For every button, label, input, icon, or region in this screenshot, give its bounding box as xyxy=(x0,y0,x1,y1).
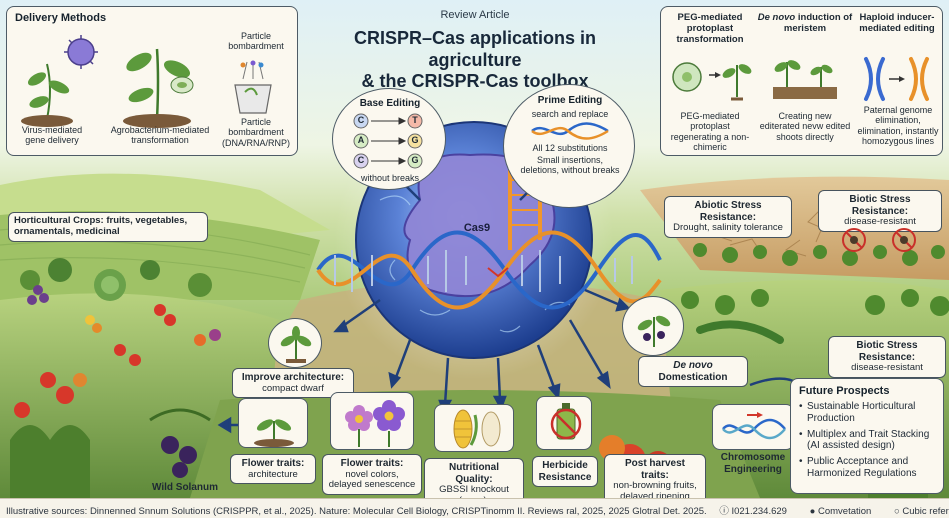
future-item: Sustainable Horticultural Production xyxy=(799,401,935,425)
base-editing-note: without breaks xyxy=(360,173,420,183)
biotic-stress-label-bottom: Biotic Stress Resistance:disease-resista… xyxy=(828,336,946,378)
base-editing-arrows xyxy=(353,113,423,169)
wild-solanum-label: Wild Solanum xyxy=(151,482,219,493)
pest-prohibited-icons xyxy=(842,228,916,252)
future-item: Multiplex and Trait Stacking (AI assiste… xyxy=(799,429,935,453)
cas9-label: Cas9 xyxy=(463,222,491,234)
delivery-methods-panel: Delivery Methods xyxy=(6,6,298,156)
base-from-2: A xyxy=(357,135,365,145)
flower-icon xyxy=(345,400,405,447)
dna-helix xyxy=(316,230,662,310)
future-prospects-list: Sustainable Horticultural Production Mul… xyxy=(799,401,935,480)
sources-footer: Illustrative sources: Dinnenned Snnum So… xyxy=(0,498,949,518)
cas9-protein xyxy=(403,153,556,298)
base-to-1: T xyxy=(412,115,418,125)
prime-editing-bubble: Prime Editing search and replace All 12 … xyxy=(503,84,635,208)
title-line-2: & the CRISPR-Cas toolbox xyxy=(361,71,589,92)
base-to-2: G xyxy=(411,135,419,145)
flower-architecture-icon xyxy=(254,419,294,447)
abiotic-stress-label: Abiotic Stress Resistance:Drought, salin… xyxy=(664,196,792,238)
footer-comvetation: ● Comvetation xyxy=(809,506,872,517)
herbicide-bottle-icon xyxy=(550,403,582,440)
strategy-illustrations xyxy=(672,57,929,101)
virus-icon xyxy=(64,35,98,69)
footer-id: ⓘ I021.234.629 xyxy=(719,506,787,517)
prime-editing-title: Prime Editing xyxy=(537,95,603,106)
future-item: Public Acceptance and Harmonized Regulat… xyxy=(799,456,935,480)
nutrition-card xyxy=(434,404,514,452)
base-editing-title: Base Editing xyxy=(359,98,421,109)
flower-colors-card xyxy=(330,392,414,450)
footer-cubic-references: ○ Cubic references xyxy=(893,506,949,517)
delivery-methods-title: Delivery Methods xyxy=(15,12,107,24)
base-editing-bubble: Base Editing C T A G C G without breaks xyxy=(332,88,446,190)
virus-mediated-label: Virus-mediated gene delivery xyxy=(21,125,83,146)
base-to-3: G xyxy=(411,155,419,165)
domestication-plant-icon xyxy=(637,315,671,347)
sources-text: Illustrative sources: Dinnenned Snnum So… xyxy=(6,506,707,517)
particle-bombardment-label: Particle bombardment (DNA/RNA/RNP) xyxy=(221,117,290,148)
chromosome-icon xyxy=(722,412,786,440)
compact-plant-icon xyxy=(280,326,312,363)
particle-bombardment-top-label: Particle bombardment xyxy=(228,31,284,52)
delivery-illustrations xyxy=(21,35,272,128)
horticultural-crops-label: Horticultural Crops: fruits, vegetables,… xyxy=(8,212,208,242)
agrobacterium-label: Agrobacterium-mediated transformation xyxy=(110,125,210,146)
page-title: CRISPR–Cas applications in agriculture &… xyxy=(305,28,645,93)
flower-traits-colors-label: Flower traits:novel colors, delayed sene… xyxy=(322,454,422,496)
flower-traits-architecture-label: Flower traits:architecture xyxy=(230,454,316,485)
herbicide-resistance-label: Herbicide Resistance xyxy=(532,456,598,487)
prime-dna-icon xyxy=(531,122,609,140)
domestication-circle xyxy=(622,296,684,356)
herbicide-card xyxy=(536,396,592,450)
peg-title: PEG-mediated protoplast transformation xyxy=(676,12,744,45)
prime-editing-insertions: Small insertions, deletions, without bre… xyxy=(520,155,620,176)
article-type: Review Article xyxy=(440,9,510,21)
corn-grain-icon xyxy=(453,409,501,449)
denovo-meristem-description: Creating new editerated nevw edited shoo… xyxy=(759,111,851,142)
flower-architecture-card xyxy=(238,398,308,448)
denovo-meristem-title: De novo induction of meristem xyxy=(757,12,853,34)
prime-editing-subtitle: search and replace xyxy=(531,109,609,119)
future-prospects-title: Future Prospects xyxy=(799,385,890,397)
future-prospects-panel: Future Prospects Sustainable Horticultur… xyxy=(790,378,944,494)
peg-description: PEG-mediated protoplast regenerating a n… xyxy=(670,111,750,153)
denovo-domestication-label: De novo Domestication xyxy=(638,356,748,387)
prime-editing-substitutions: All 12 substitutions xyxy=(532,143,608,153)
editing-strategies-panel: PEG-mediated protoplast transformation D… xyxy=(660,6,943,156)
base-from-3: C xyxy=(357,155,365,165)
base-from-1: C xyxy=(357,115,365,125)
architecture-plant-circle xyxy=(268,318,322,368)
haploid-description: Paternal genome elimination, elimination… xyxy=(857,105,939,147)
chromosome-card xyxy=(712,404,794,450)
chromosome-engineering-label: Chromosome Engineering xyxy=(720,452,786,475)
biotic-stress-label-top: Biotic Stress Resistance:disease-resista… xyxy=(818,190,942,232)
title-line-1: CRISPR–Cas applications in agriculture xyxy=(353,28,597,70)
haploid-title: Haploid inducer-mediated editing xyxy=(859,12,935,34)
